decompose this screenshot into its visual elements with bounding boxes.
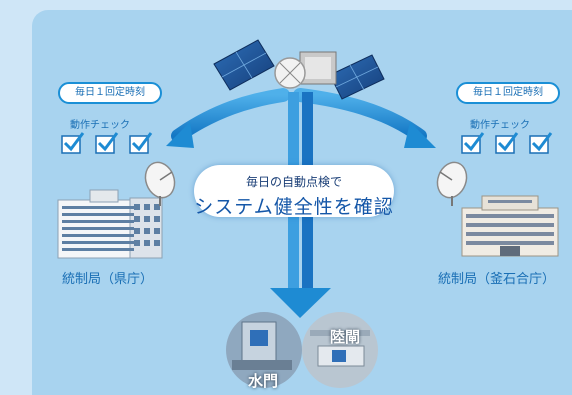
prefectural-office-building — [57, 189, 163, 259]
left-satellite-dish-icon — [144, 161, 176, 206]
left-arrow — [166, 88, 290, 148]
center-subtitle: 毎日の自動点検で — [245, 175, 342, 189]
right-station-label: 統制局（釜石合庁） — [438, 272, 556, 287]
right-arrow — [293, 88, 436, 148]
kamaishi-office-building — [461, 195, 559, 257]
water-gate-label: 水門 — [248, 372, 279, 390]
left-station-label: 統制局（県庁） — [62, 272, 154, 287]
center-title: システム健全性を確認 — [194, 196, 394, 218]
right-checkboxes — [461, 132, 553, 154]
satellite-icon — [213, 39, 385, 100]
water-gate-photo — [226, 312, 302, 388]
land-gate-photo — [302, 312, 378, 388]
right-satellite-dish-icon — [436, 161, 468, 206]
left-check-label: 動作チェック — [70, 120, 130, 131]
center-caption: 毎日の自動点検で システム健全性を確認 — [194, 165, 394, 218]
right-schedule-pill: 毎日１回定時刻 — [456, 82, 560, 104]
land-gate-label: 陸閘 — [330, 328, 361, 346]
left-checkboxes — [61, 132, 153, 154]
right-check-label: 動作チェック — [470, 120, 530, 131]
left-schedule-pill: 毎日１回定時刻 — [58, 82, 162, 104]
